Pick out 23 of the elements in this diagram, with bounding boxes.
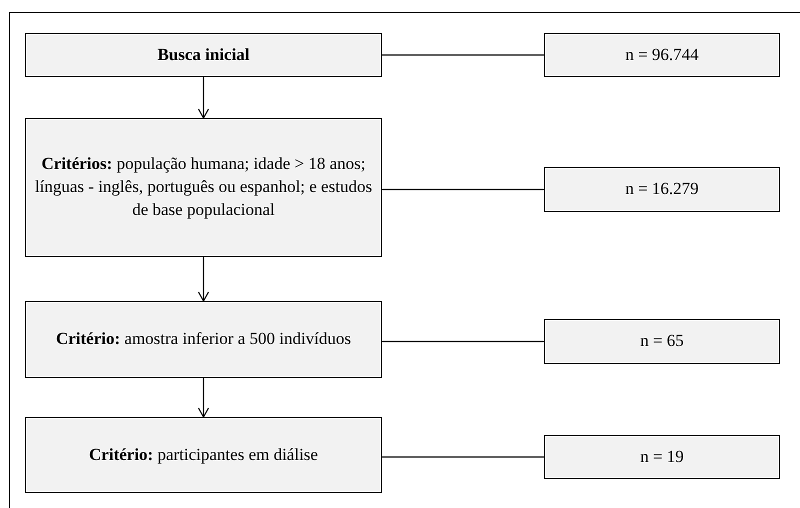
connector-line xyxy=(382,456,544,458)
box-text: n = 96.744 xyxy=(625,44,699,66)
process-box xyxy=(25,33,382,77)
arrow xyxy=(198,77,210,119)
arrow xyxy=(198,257,210,302)
process-box xyxy=(544,33,780,77)
box-text: n = 16.279 xyxy=(625,178,699,200)
box-text: Busca inicial xyxy=(157,44,250,66)
connector-line xyxy=(382,340,544,342)
process-box xyxy=(544,167,780,212)
box-text: Critério: amostra inferior a 500 indivíduos xyxy=(56,328,352,350)
box-text: Critérios: população humana; idade > 18 anos; línguas - inglês, português ou espanhol; e estudos de base populacional xyxy=(34,153,373,221)
arrow xyxy=(198,378,210,418)
process-box xyxy=(544,435,780,479)
box-text: Critério: participantes em diálise xyxy=(89,444,318,466)
process-box xyxy=(544,319,780,364)
connector-line xyxy=(382,54,544,56)
process-box xyxy=(25,118,382,257)
box-text: n = 65 xyxy=(640,330,684,352)
process-box xyxy=(25,301,382,378)
connector-line xyxy=(382,188,544,190)
box-text: n = 19 xyxy=(640,446,684,468)
process-box xyxy=(25,417,382,493)
